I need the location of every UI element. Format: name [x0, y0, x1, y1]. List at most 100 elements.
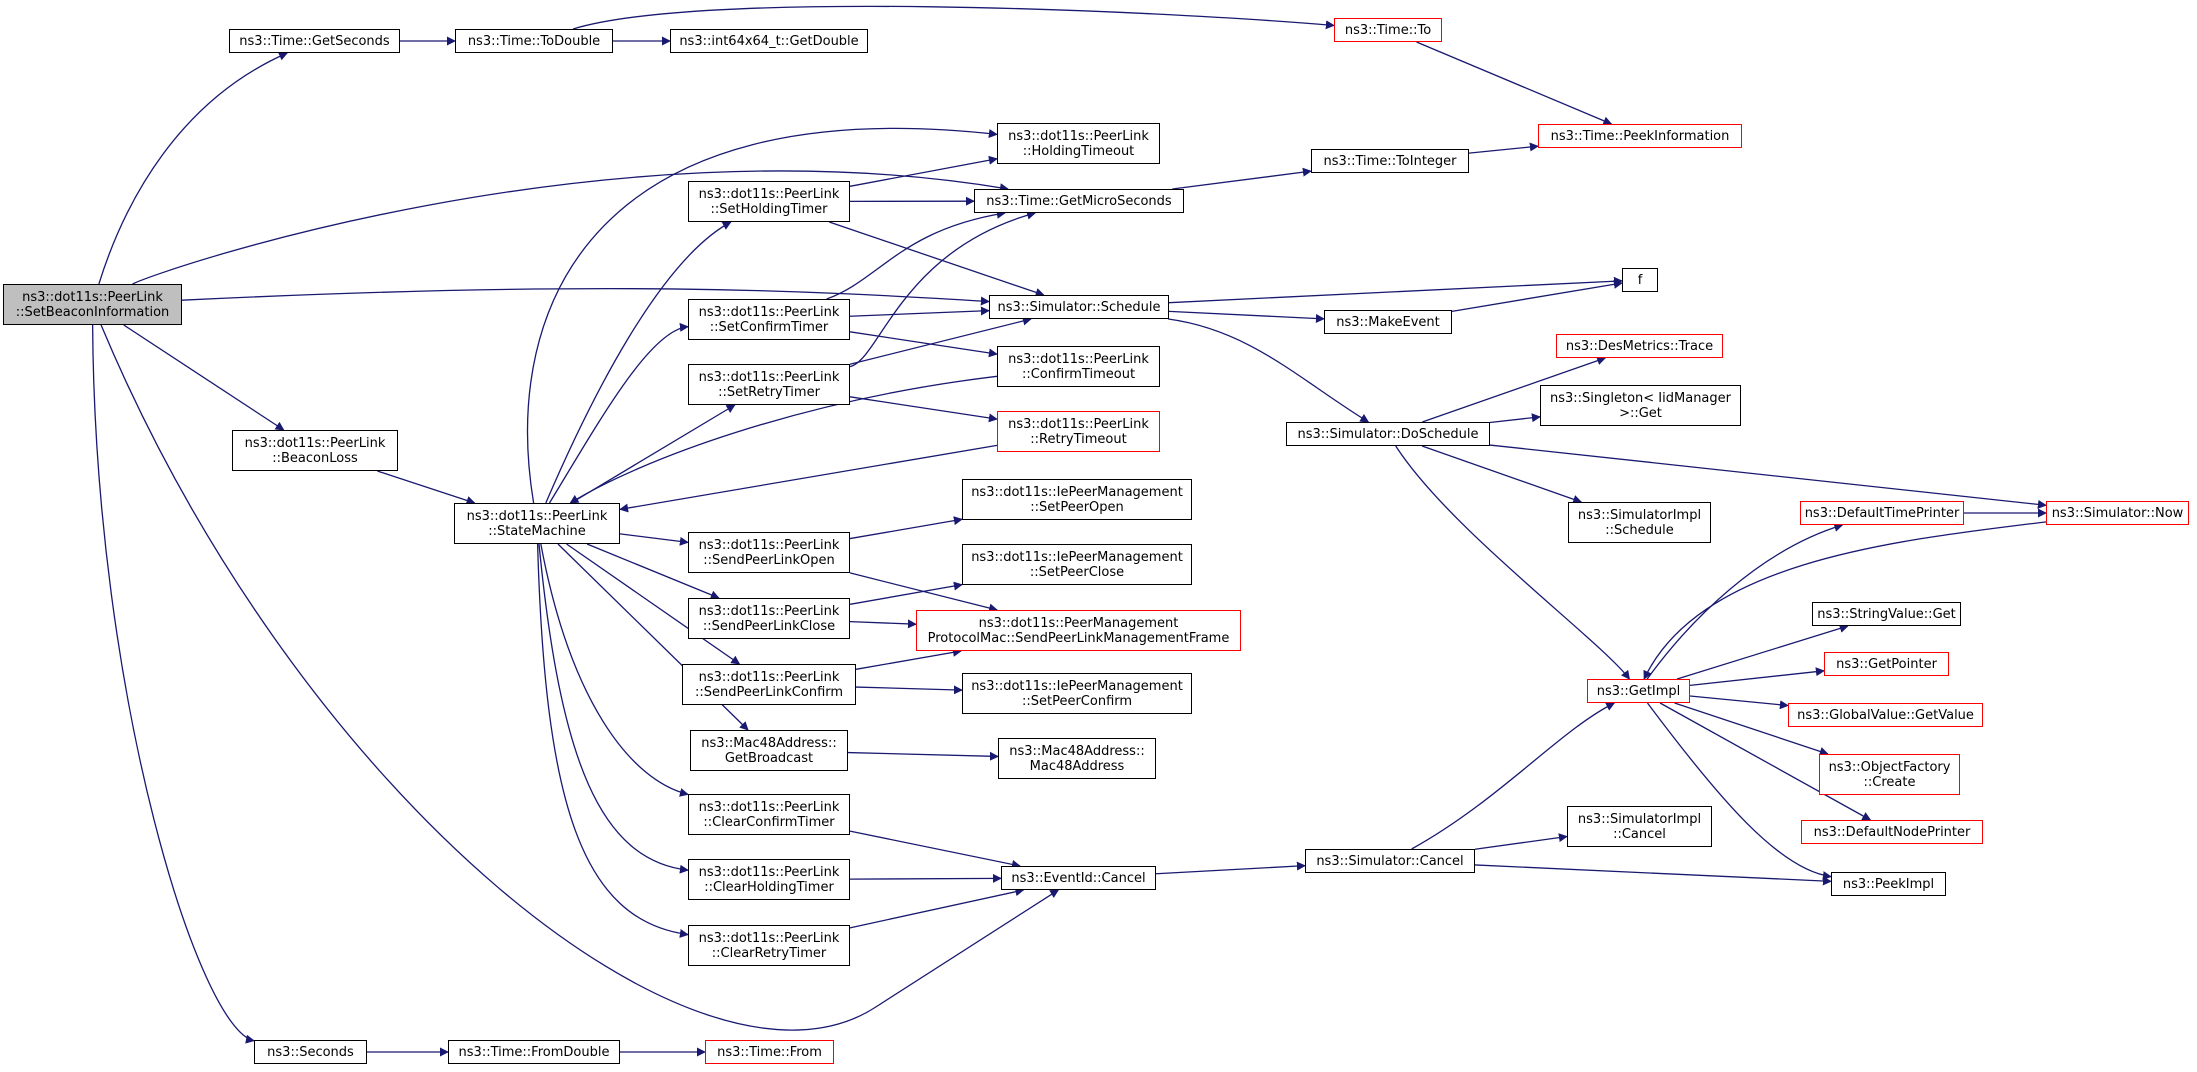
- node-clearconfirmtimer[interactable]: ns3::dot11s::PeerLink::ClearConfirmTimer: [688, 794, 850, 835]
- edge-statemachine-to-setconfirmtimer: [548, 322, 689, 504]
- edge-setretrytimer-to-getmicro: [849, 210, 1037, 368]
- node-label: ns3::Singleton< IidManager: [1549, 390, 1731, 406]
- node-defaultnodeprinter[interactable]: ns3::DefaultNodePrinter: [1801, 820, 1983, 844]
- node-sendpeerlinkconfirm[interactable]: ns3::dot11s::PeerLink::SendPeerLinkConfi…: [682, 664, 856, 705]
- edge-doschedule-to-now: [1489, 444, 2047, 509]
- node-getmicro[interactable]: ns3::Time::GetMicroSeconds: [974, 189, 1184, 213]
- node-beaconloss[interactable]: ns3::dot11s::PeerLink::BeaconLoss: [232, 430, 398, 471]
- node-setpeerconfirm[interactable]: ns3::dot11s::IePeerManagement::SetPeerCo…: [962, 673, 1192, 714]
- node-label: Mac48Address: [1029, 758, 1125, 774]
- edge-doschedule-to-getimpl: [1395, 445, 1630, 680]
- node-label: ns3::int64x64_t::GetDouble: [679, 33, 859, 49]
- node-timefrom[interactable]: ns3::Time::From: [705, 1040, 834, 1064]
- node-singleton[interactable]: ns3::Singleton< IidManager >::Get: [1540, 385, 1741, 426]
- node-simcancel[interactable]: ns3::Simulator::Cancel: [1305, 849, 1475, 873]
- node-peekimpl[interactable]: ns3::PeekImpl: [1831, 872, 1946, 896]
- edge-sendpeerlinkopen-to-setpeeropen: [849, 516, 963, 540]
- edge-getimpl-to-globalvalue: [1689, 695, 1789, 710]
- node-peekinfo[interactable]: ns3::Time::PeekInformation: [1538, 124, 1742, 148]
- node-clearretrytimer[interactable]: ns3::dot11s::PeerLink::ClearRetryTimer: [688, 925, 850, 966]
- edge-setretrytimer-to-schedule: [849, 316, 1032, 365]
- node-implschedule[interactable]: ns3::SimulatorImpl::Schedule: [1568, 502, 1711, 543]
- node-label: ::Schedule: [1605, 522, 1674, 538]
- node-label: ns3::Mac48Address::: [1009, 743, 1145, 759]
- node-label: ns3::dot11s::PeerLink: [698, 864, 840, 880]
- node-todouble[interactable]: ns3::Time::ToDouble: [455, 29, 613, 53]
- node-setconfirmtimer[interactable]: ns3::dot11s::PeerLink::SetConfirmTimer: [688, 299, 850, 340]
- node-label: ns3::Time::GetMicroSeconds: [986, 193, 1172, 209]
- node-makeevent[interactable]: ns3::MakeEvent: [1324, 310, 1452, 334]
- edge-setconfirmtimer-to-schedule: [849, 306, 990, 317]
- edge-statemachine-to-setholdingtimer: [545, 221, 732, 504]
- node-globalvalue[interactable]: ns3::GlobalValue::GetValue: [1788, 703, 1983, 727]
- edge-getimpl-to-objectfactory: [1674, 702, 1829, 756]
- node-label: ns3::Time::ToDouble: [467, 33, 601, 49]
- node-label: ns3::dot11s::IePeerManagement: [971, 678, 1183, 694]
- node-doschedule[interactable]: ns3::Simulator::DoSchedule: [1286, 422, 1490, 446]
- node-label: ns3::Time::From: [717, 1044, 822, 1060]
- node-label: ::ConfirmTimeout: [1021, 366, 1136, 382]
- node-defaulttimeprinter[interactable]: ns3::DefaultTimePrinter: [1800, 501, 1964, 525]
- node-desmetrics[interactable]: ns3::DesMetrics::Trace: [1556, 334, 1723, 358]
- node-label: ns3::Simulator::Schedule: [997, 299, 1161, 315]
- node-holdingtimeout[interactable]: ns3::dot11s::PeerLink::HoldingTimeout: [997, 123, 1160, 164]
- node-label: ns3::Time::To: [1344, 22, 1432, 38]
- node-confirmtimeout[interactable]: ns3::dot11s::PeerLink::ConfirmTimeout: [997, 346, 1160, 387]
- edge-setconfirmtimer-to-getmicro: [826, 209, 1006, 300]
- edge-getbroadcast-to-mac48address: [847, 751, 999, 761]
- edge-setretrytimer-to-retrytimeout: [849, 396, 998, 423]
- node-objectfactory[interactable]: ns3::ObjectFactory::Create: [1819, 754, 1960, 795]
- edge-simcancel-to-implcancel: [1474, 833, 1568, 850]
- edge-sendpeerlinkclose-to-setpeerclose: [849, 581, 963, 605]
- node-getimpl[interactable]: ns3::GetImpl: [1587, 679, 1690, 703]
- node-mac48address[interactable]: ns3::Mac48Address::Mac48Address: [998, 738, 1156, 779]
- edge-now-to-getimpl: [1643, 521, 2047, 680]
- node-label: f: [1637, 272, 1643, 288]
- node-label: ::SendPeerLinkOpen: [703, 552, 835, 568]
- node-label: ns3::SimulatorImpl: [1577, 507, 1702, 523]
- node-label: ns3::dot11s::PeerLink: [1008, 128, 1149, 144]
- node-label: >::Get: [1619, 405, 1662, 421]
- node-setretrytimer[interactable]: ns3::dot11s::PeerLink::SetRetryTimer: [688, 364, 850, 405]
- node-retrytimeout[interactable]: ns3::dot11s::PeerLink::RetryTimeout: [997, 411, 1160, 452]
- edge-clearretrytimer-to-eventcancel: [849, 887, 1025, 929]
- node-label: ns3::ObjectFactory: [1828, 759, 1951, 775]
- node-label: ns3::PeekImpl: [1842, 876, 1935, 892]
- node-label: ns3::GlobalValue::GetValue: [1797, 707, 1974, 723]
- node-label: ::BeaconLoss: [272, 450, 358, 466]
- node-setholdingtimer[interactable]: ns3::dot11s::PeerLink::SetHoldingTimer: [688, 181, 850, 222]
- edge-doschedule-to-implschedule: [1421, 445, 1583, 504]
- node-seconds[interactable]: ns3::Seconds: [254, 1040, 367, 1064]
- node-sendpeerlinkclose[interactable]: ns3::dot11s::PeerLink::SendPeerLinkClose: [688, 598, 850, 639]
- edge-schedule-to-doschedule: [1168, 318, 1370, 423]
- node-sendpeerlinkopen[interactable]: ns3::dot11s::PeerLink::SendPeerLinkOpen: [688, 532, 850, 573]
- node-timeto[interactable]: ns3::Time::To: [1334, 18, 1442, 42]
- node-setpeerclose[interactable]: ns3::dot11s::IePeerManagement::SetPeerCl…: [962, 544, 1192, 585]
- node-clearholdingtimer[interactable]: ns3::dot11s::PeerLink::ClearHoldingTimer: [688, 859, 850, 900]
- node-fromdouble[interactable]: ns3::Time::FromDouble: [448, 1040, 620, 1064]
- node-schedule[interactable]: ns3::Simulator::Schedule: [989, 295, 1169, 319]
- edge-statemachine-to-sendpeerlinkconfirm: [566, 543, 741, 665]
- node-getseconds[interactable]: ns3::Time::GetSeconds: [229, 29, 400, 53]
- node-eventcancel[interactable]: ns3::EventId::Cancel: [1001, 866, 1156, 890]
- node-implcancel[interactable]: ns3::SimulatorImpl::Cancel: [1567, 806, 1712, 847]
- node-now[interactable]: ns3::Simulator::Now: [2046, 501, 2189, 525]
- node-getbroadcast[interactable]: ns3::Mac48Address::GetBroadcast: [690, 730, 848, 771]
- node-tointeger[interactable]: ns3::Time::ToInteger: [1311, 149, 1469, 173]
- node-setpeeropen[interactable]: ns3::dot11s::IePeerManagement::SetPeerOp…: [962, 479, 1192, 520]
- node-int64getdouble[interactable]: ns3::int64x64_t::GetDouble: [670, 29, 868, 53]
- edge-getmicro-to-tointeger: [1172, 167, 1312, 190]
- node-statemachine[interactable]: ns3::dot11s::PeerLink::StateMachine: [454, 503, 620, 544]
- node-label: ::SetPeerConfirm: [1021, 693, 1133, 709]
- edge-setbeacon-to-beaconloss: [123, 324, 285, 431]
- node-getpointer[interactable]: ns3::GetPointer: [1824, 652, 1949, 676]
- edge-timeto-to-peekinfo: [1416, 41, 1613, 126]
- edge-doschedule-to-singleton: [1489, 413, 1541, 424]
- node-label: ns3::dot11s::PeerLink: [244, 435, 386, 451]
- node-f[interactable]: f: [1622, 268, 1658, 292]
- node-stringvalueget[interactable]: ns3::StringValue::Get: [1812, 602, 1961, 626]
- node-label: ::SetConfirmTimer: [709, 319, 829, 335]
- node-label: ns3::dot11s::IePeerManagement: [971, 484, 1183, 500]
